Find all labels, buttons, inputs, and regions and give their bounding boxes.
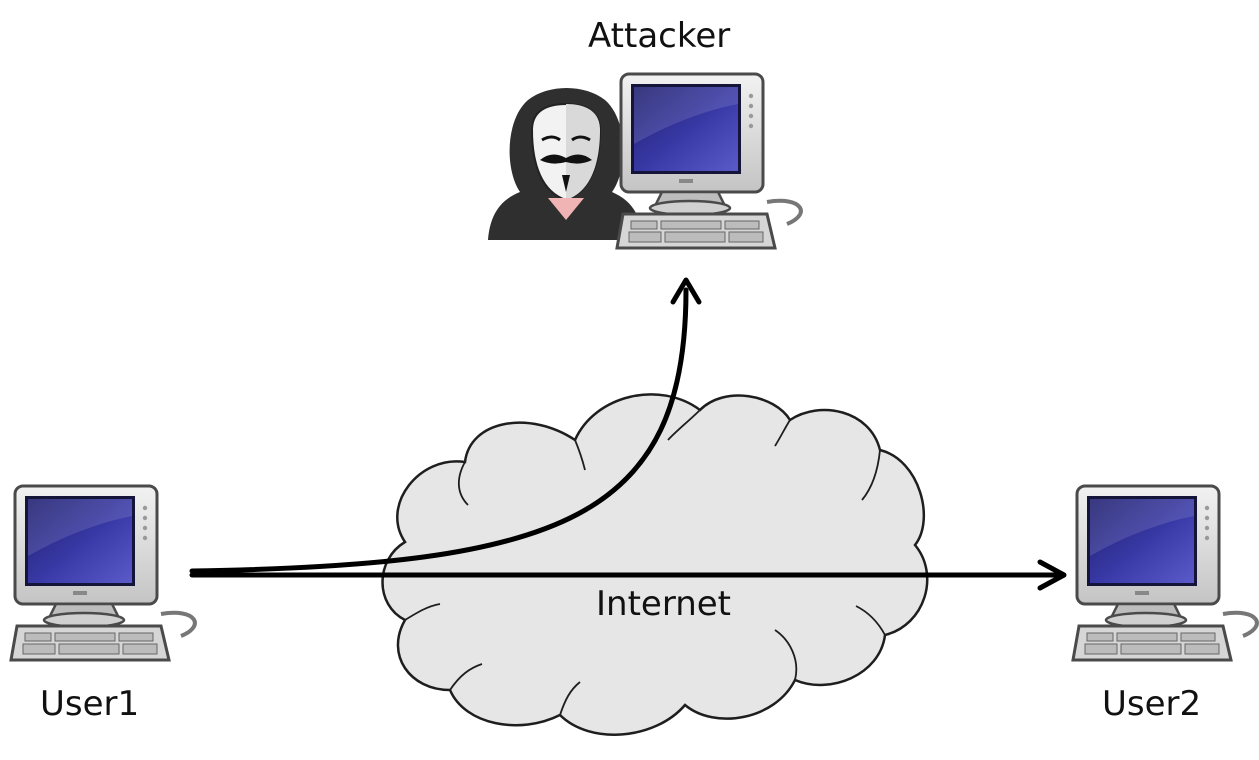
hacker-mask-icon xyxy=(488,88,644,240)
arrow-user1-to-attacker xyxy=(189,277,702,574)
user2-computer-icon xyxy=(1071,484,1259,662)
user1-computer-icon xyxy=(9,484,197,662)
attacker-label: Attacker xyxy=(588,16,731,56)
attacker-computer-icon xyxy=(615,72,803,250)
user2-label: User2 xyxy=(1102,684,1202,724)
arrow-user1-to-user2 xyxy=(189,559,1067,591)
user1-label: User1 xyxy=(40,684,140,724)
internet-label: Internet xyxy=(596,584,732,624)
cloud-icon xyxy=(381,393,929,736)
